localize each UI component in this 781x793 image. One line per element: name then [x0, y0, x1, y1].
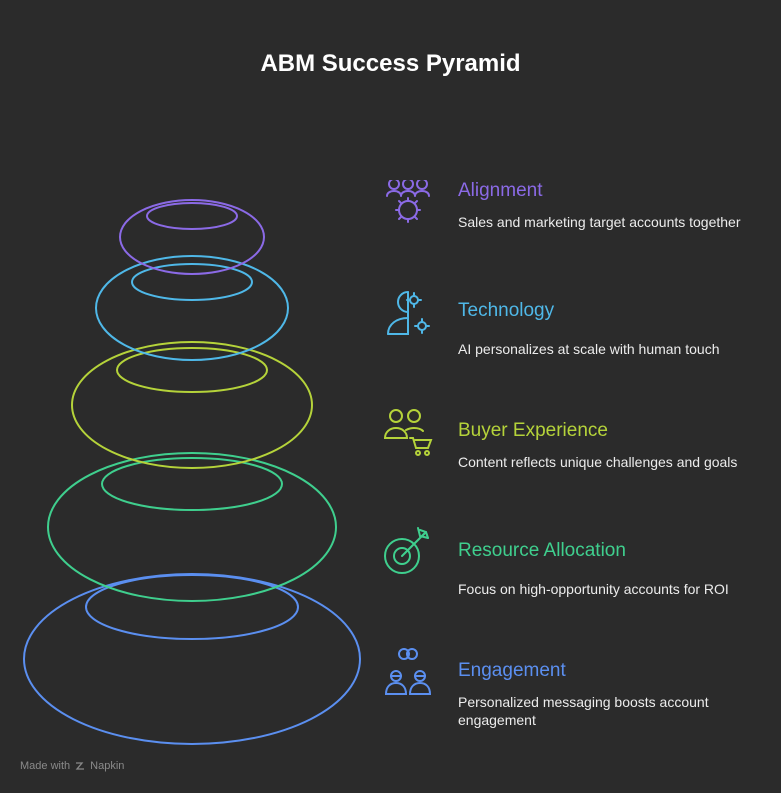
ai-human-gear-icon [387, 291, 430, 335]
item-heading: Technology [458, 300, 555, 321]
item-description: Personalized messaging boosts account en… [458, 694, 709, 728]
item-description: Focus on high-opportunity accounts for R… [458, 581, 729, 597]
diagram-title: ABM Success Pyramid [260, 50, 521, 77]
item-technology: Technology AI personalizes at scale with… [382, 291, 772, 410]
item-alignment: Alignment Sales and marketing target acc… [382, 180, 772, 290]
buyers-cart-icon [383, 409, 433, 456]
ring-buyer-experience [71, 341, 313, 469]
item-heading: Alignment [458, 180, 543, 201]
ring-alignment [119, 199, 265, 275]
brand-text: Napkin [90, 760, 125, 772]
ring-engagement [23, 573, 361, 745]
item-engagement: Engagement Personalized messaging boosts… [382, 648, 772, 770]
item-buyer-experience: Buyer Experience Content reflects unique… [382, 409, 772, 530]
made-with-footer: Made with Napkin [20, 760, 124, 772]
made-with-text: Made with [20, 760, 71, 772]
item-description: Sales and marketing target accounts toge… [458, 214, 741, 230]
item-description: AI personalizes at scale with human touc… [458, 341, 720, 357]
napkin-logo-icon [75, 762, 85, 770]
item-heading: Engagement [458, 660, 566, 681]
engaged-people-icon [384, 648, 432, 695]
item-heading: Buyer Experience [458, 420, 608, 441]
item-resource-allocation: Resource Allocation Focus on high-opport… [382, 527, 772, 650]
ring-resource-allocation [47, 452, 337, 602]
target-arrow-icon [384, 527, 429, 574]
item-heading: Resource Allocation [458, 540, 626, 561]
item-description: Content reflects unique challenges and g… [458, 454, 738, 470]
team-alignment-icon [386, 180, 430, 223]
ring-technology [95, 255, 289, 361]
